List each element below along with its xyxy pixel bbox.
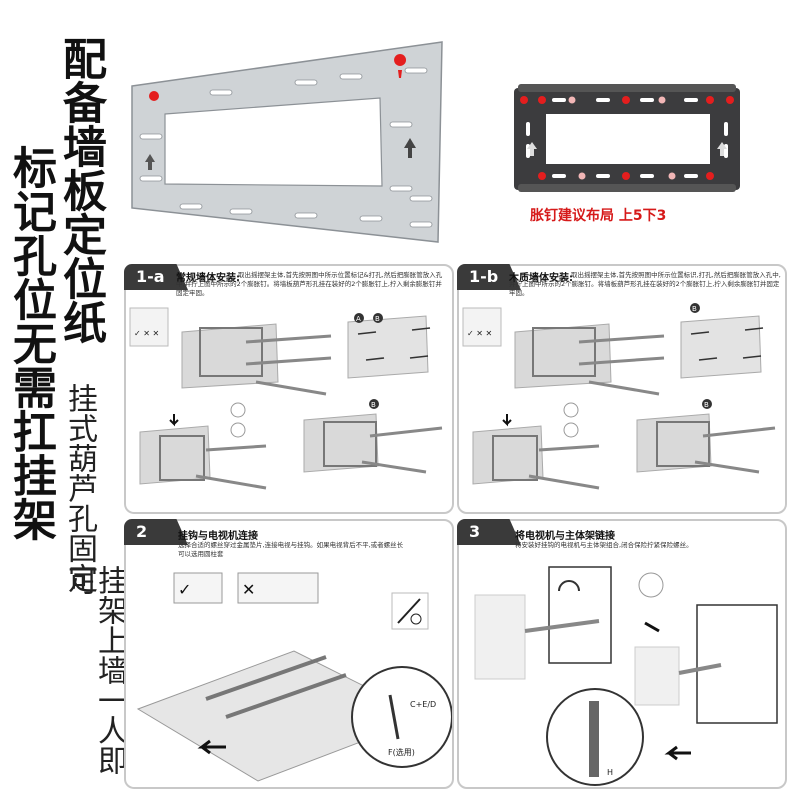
- step-1b-title: 木质墙体安装:: [509, 273, 573, 284]
- spacer-label: F(选用): [388, 747, 415, 757]
- wall-block-drill: [347, 315, 429, 379]
- anchor-layout-caption: 胀钉建议布局 上5下3: [530, 208, 667, 224]
- mount-arm: [532, 327, 596, 377]
- plate-window: [546, 114, 710, 164]
- feature-note-one-person: 挂架上墙一人即可: [62, 565, 127, 775]
- step-1a-panel: 1-a 常规墙体安装: 取出摇摆架主体,首先按照图中所示位置标记&打孔,然后把膨…: [124, 264, 454, 514]
- step-3-title: 将电视机与主体架链接: [515, 531, 615, 542]
- template-window: [164, 97, 383, 187]
- wall-block: [634, 646, 680, 706]
- label-b-marker: [373, 313, 383, 323]
- wall-block: [474, 594, 526, 680]
- label-a-marker: [354, 313, 364, 323]
- feature-note-keyhole: 挂式葫芦孔固定: [62, 383, 97, 593]
- left-arrow-icon: [664, 745, 691, 761]
- screw-label: H: [607, 768, 613, 777]
- down-arrow-icon: [169, 414, 179, 427]
- page-subtitle: 标记孔位无需扛挂架: [5, 145, 56, 541]
- svg-text:✕: ✕: [242, 580, 255, 599]
- hardware-legend: [462, 307, 502, 347]
- label-b-marker: [702, 399, 712, 409]
- hardware-legend: [129, 307, 169, 347]
- svg-text:✓ ✕ ✕: ✓ ✕ ✕: [134, 329, 159, 338]
- detail-circle: [230, 422, 246, 438]
- wall-block: [181, 323, 279, 389]
- svg-text:A: A: [356, 315, 361, 323]
- wood-wall-block: [680, 315, 762, 379]
- svg-text:✓: ✓: [178, 580, 191, 599]
- wall-plate-illustration: [514, 84, 740, 192]
- right-arrow-icon: [644, 621, 660, 633]
- mark-dot: [149, 91, 159, 101]
- step-1a-number: 1-a: [124, 264, 188, 290]
- step-3-desc: 将安装好挂钩的电视机与主体架组合,闭合保险拧紧保险螺丝。: [515, 541, 693, 549]
- detail-circle: [563, 402, 579, 418]
- tv-panel: [696, 604, 778, 724]
- label-b-marker: [690, 303, 700, 313]
- hook-bracket: [225, 673, 347, 719]
- plate-slots: [526, 98, 728, 178]
- tv-panel: [548, 566, 612, 664]
- detail-circle: [638, 572, 664, 598]
- step-2-title: 挂钩与电视机连接: [178, 531, 258, 542]
- step-2-number: 2: [124, 519, 188, 545]
- left-arrow-icon: [197, 739, 226, 755]
- step-1b-desc: 取出摇摆架主体,首先按照图中所示位置标识,打孔,然后把膨胀管放入孔中,并拧上图中…: [509, 271, 781, 297]
- template-slots: [139, 67, 433, 228]
- detail-circle: [563, 422, 579, 438]
- correct-option: [173, 572, 223, 604]
- step-3-panel: 3 将电视机与主体架链接 将安装好挂钩的电视机与主体架组合,闭合保险拧紧保险螺丝…: [457, 519, 787, 789]
- step-2-panel: 2 挂钩与电视机连接 选择合适的螺丝穿过金属垫片,连接电视与挂钩。如果电视背后不…: [124, 519, 454, 789]
- step-1a-desc: 取出摇摆架主体,首先按照图中所示位置标记&打孔,然后把膨胀管放入孔中,并拧上图中…: [176, 271, 443, 297]
- screw-label: C+E/D: [410, 700, 436, 709]
- anchor-dots-bottom: [538, 172, 714, 180]
- step-1b-panel: 1-b 木质墙体安装: 取出摇摆架主体,首先按照图中所示位置标识,打孔,然后把膨…: [457, 264, 787, 514]
- wrong-option: [237, 572, 319, 604]
- detail-circle: [230, 402, 246, 418]
- step-2-desc: 选择合适的螺丝穿过金属垫片,连接电视与挂钩。如果电视背后不平,或者螺丝长可以选用…: [178, 541, 404, 558]
- anchor-dots-top: [520, 96, 734, 104]
- rotate-arrow-icon: [558, 580, 580, 592]
- svg-text:B: B: [704, 401, 709, 409]
- wall-block: [514, 323, 612, 389]
- hook-bracket: [205, 655, 327, 701]
- label-b-marker: [369, 399, 379, 409]
- step-1a-diagram: ✓ ✕ ✕ A B B: [129, 307, 443, 490]
- step-1a-title: 常规墙体安装:: [176, 273, 240, 284]
- svg-text:B: B: [375, 315, 380, 323]
- page-title: 配备墙板定位纸: [55, 36, 106, 344]
- screw-detail-circle: [351, 666, 452, 768]
- wall-template-illustration: [131, 41, 443, 243]
- svg-text:✓ ✕ ✕: ✓ ✕ ✕: [467, 329, 492, 338]
- mount-arm: [199, 327, 263, 377]
- up-arrow-icon: [404, 138, 416, 158]
- svg-text:B: B: [692, 305, 697, 313]
- step-1b-number: 1-b: [457, 264, 521, 290]
- step-3-number: 3: [457, 519, 521, 545]
- step-2-diagram: ✓ ✕ C+E/D F(选用): [136, 572, 452, 782]
- up-arrow-icon: [145, 154, 155, 170]
- keyhole-icon: [394, 54, 407, 78]
- svg-text:B: B: [371, 401, 376, 409]
- down-arrow-icon: [502, 414, 512, 427]
- step-3-diagram: H: [474, 566, 778, 786]
- step-1b-diagram: ✓ ✕ ✕ B B: [462, 303, 776, 490]
